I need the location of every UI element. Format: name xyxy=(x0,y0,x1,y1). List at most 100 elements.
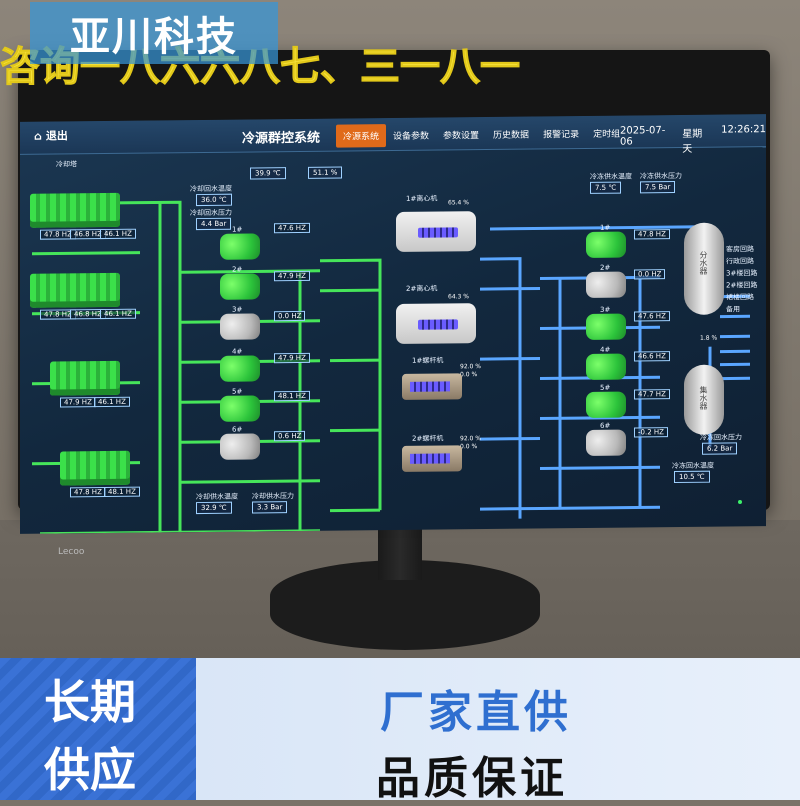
exit-button[interactable]: ⌂ 退出 xyxy=(34,127,68,143)
cw-pump-1-hz: 47.6 HZ xyxy=(274,222,310,234)
cw-pump-2-hz: 47.9 HZ xyxy=(274,270,310,282)
branch-6: 备用 xyxy=(726,305,740,314)
chw-return-temp-label: 冷冻回水温度 xyxy=(672,461,714,471)
cw-supply-temp: 32.9 ℃ xyxy=(196,501,232,515)
power-led xyxy=(738,500,742,504)
chw-pump-3-hz: 47.6 HZ xyxy=(634,311,670,322)
cw-pump-2-name: 2# xyxy=(232,265,243,274)
chiller-4-pct: 92.0 % xyxy=(460,435,481,443)
chiller-4-pct2: 0.0 % xyxy=(460,443,478,451)
chw-supply-press-label: 冷冻供水压力 xyxy=(640,171,682,181)
distributor-label: 分水器 xyxy=(699,250,708,275)
chw-return-press-label: 冷冻回水压力 xyxy=(700,433,742,442)
chw-supply-press: 7.5 Bar xyxy=(640,181,676,194)
top-box-1: 39.9 ℃ xyxy=(250,167,286,180)
right-band-line2: 品质保证 xyxy=(376,753,568,804)
chw-pump-4[interactable] xyxy=(586,353,626,380)
cw-pump-6-hz: 0.6 HZ xyxy=(274,430,306,442)
monitor-logo: Lecoo xyxy=(58,547,85,557)
cw-return-press-label: 冷却回水压力 xyxy=(190,208,232,218)
cw-pump-3[interactable] xyxy=(220,313,260,340)
chw-pump-4-hz: 46.6 HZ xyxy=(634,351,670,362)
cooling-tower-1[interactable] xyxy=(30,192,120,228)
screw-chiller-2[interactable] xyxy=(402,445,462,472)
chiller-3-name: 1#螺杆机 xyxy=(412,356,444,365)
tower-2-hz-c: 46.1 HZ xyxy=(100,308,136,320)
right-promo-band: 厂家直供 品质保证 xyxy=(196,658,800,804)
left-band-line1: 长期 xyxy=(44,675,136,729)
branch-3: 3#楼回路 xyxy=(726,269,758,278)
chiller-1-pct: 65.4 % xyxy=(448,199,469,207)
chiller-1-name: 1#离心机 xyxy=(406,194,438,203)
cw-pump-5-name: 5# xyxy=(232,387,243,396)
system-title: 冷源群控系统 xyxy=(242,130,321,147)
chiller-2[interactable] xyxy=(396,303,476,344)
cw-pump-5[interactable] xyxy=(220,395,260,422)
cw-supply-temp-label: 冷却供水温度 xyxy=(196,492,238,502)
chiller-2-pct: 64.3 % xyxy=(448,293,469,301)
cooling-tower-2[interactable] xyxy=(30,272,120,308)
chiller-3-pct2: 0.0 % xyxy=(460,371,478,379)
chw-pump-2-name: 2# xyxy=(600,263,611,272)
chw-pump-1-name: 1# xyxy=(600,223,611,232)
cw-pump-4[interactable] xyxy=(220,355,260,382)
screw-2-coil xyxy=(410,453,450,464)
chw-pump-6[interactable] xyxy=(586,429,626,456)
tower-1-hz-c: 46.1 HZ xyxy=(100,228,136,240)
chw-return-temp: 10.5 ℃ xyxy=(674,470,710,484)
tower-4-hz-b: 48.1 HZ xyxy=(104,486,140,498)
chw-pump-4-name: 4# xyxy=(600,345,611,354)
right-band-line1: 厂家直供 xyxy=(380,687,572,738)
cooling-tower-label: 冷却塔 xyxy=(56,160,77,169)
tab-device-params[interactable]: 设备参数 xyxy=(393,131,430,142)
exit-label: 退出 xyxy=(45,129,68,143)
chiller-3-pct: 92.0 % xyxy=(460,363,481,371)
tower-4-hz-a: 47.8 HZ xyxy=(70,487,106,498)
bypass-pct: 1.8 % xyxy=(700,334,718,342)
cw-return-temp-label: 冷却回水温度 xyxy=(190,184,232,194)
chiller-1[interactable] xyxy=(396,211,476,252)
chw-supply-temp: 7.5 ℃ xyxy=(590,181,622,194)
chw-supply-temp-label: 冷冻供水温度 xyxy=(590,172,632,181)
collector-tank[interactable]: 集水器 xyxy=(684,364,724,435)
cooling-tower-3[interactable] xyxy=(50,360,120,396)
branch-2: 行政回路 xyxy=(726,257,754,266)
cw-pump-6-name: 6# xyxy=(232,425,243,434)
left-band-line2: 供应 xyxy=(44,743,136,797)
chw-pump-3[interactable] xyxy=(586,313,626,340)
left-promo-band: 长期 供应 xyxy=(0,658,196,800)
tab-cooling-system[interactable]: 冷源系统 xyxy=(336,124,387,148)
chw-pump-2-hz: 0.0 HZ xyxy=(634,269,666,280)
cw-pump-4-name: 4# xyxy=(232,347,243,356)
cw-pump-1[interactable] xyxy=(220,233,260,260)
chw-pump-6-hz: -0.2 HZ xyxy=(634,427,668,438)
cw-pump-3-hz: 0.0 HZ xyxy=(274,310,306,322)
hmi-tabs: 冷源系统 设备参数 参数设置 历史数据 报警记录 定时组 xyxy=(336,122,627,148)
cw-supply-press: 3.3 Bar xyxy=(252,501,288,514)
chw-pump-5[interactable] xyxy=(586,391,626,418)
chw-pump-1[interactable] xyxy=(586,231,626,258)
screw-1-coil xyxy=(410,381,450,392)
branch-1: 客房回路 xyxy=(726,245,754,254)
tower-3-hz-a: 47.9 HZ xyxy=(60,397,96,408)
tab-param-settings[interactable]: 参数设置 xyxy=(443,131,480,142)
cw-return-press: 4.4 Bar xyxy=(196,217,232,231)
branch-5: 裙楼回路 xyxy=(726,293,754,302)
chw-pump-5-name: 5# xyxy=(600,383,611,392)
cw-pump-2[interactable] xyxy=(220,273,260,300)
distributor-tank[interactable]: 分水器 xyxy=(684,222,724,315)
screw-chiller-1[interactable] xyxy=(402,373,462,400)
tab-history[interactable]: 历史数据 xyxy=(493,130,530,141)
cooling-tower-4[interactable] xyxy=(60,450,130,486)
cw-pump-4-hz: 47.9 HZ xyxy=(274,352,310,364)
chiller-2-name: 2#离心机 xyxy=(406,284,438,293)
chw-pump-2[interactable] xyxy=(586,271,626,298)
cw-supply-press-label: 冷却供水压力 xyxy=(252,492,294,501)
monitor-bezel: ⌂ 退出 冷源群控系统 冷源系统 设备参数 参数设置 历史数据 报警记录 定时组… xyxy=(18,50,770,557)
cw-return-temp: 36.0 ℃ xyxy=(196,193,232,207)
tab-alarms[interactable]: 报警记录 xyxy=(543,130,580,141)
cw-pump-5-hz: 48.1 HZ xyxy=(274,390,310,402)
tower-3-hz-b: 46.1 HZ xyxy=(94,396,130,408)
cw-pump-6[interactable] xyxy=(220,433,260,460)
